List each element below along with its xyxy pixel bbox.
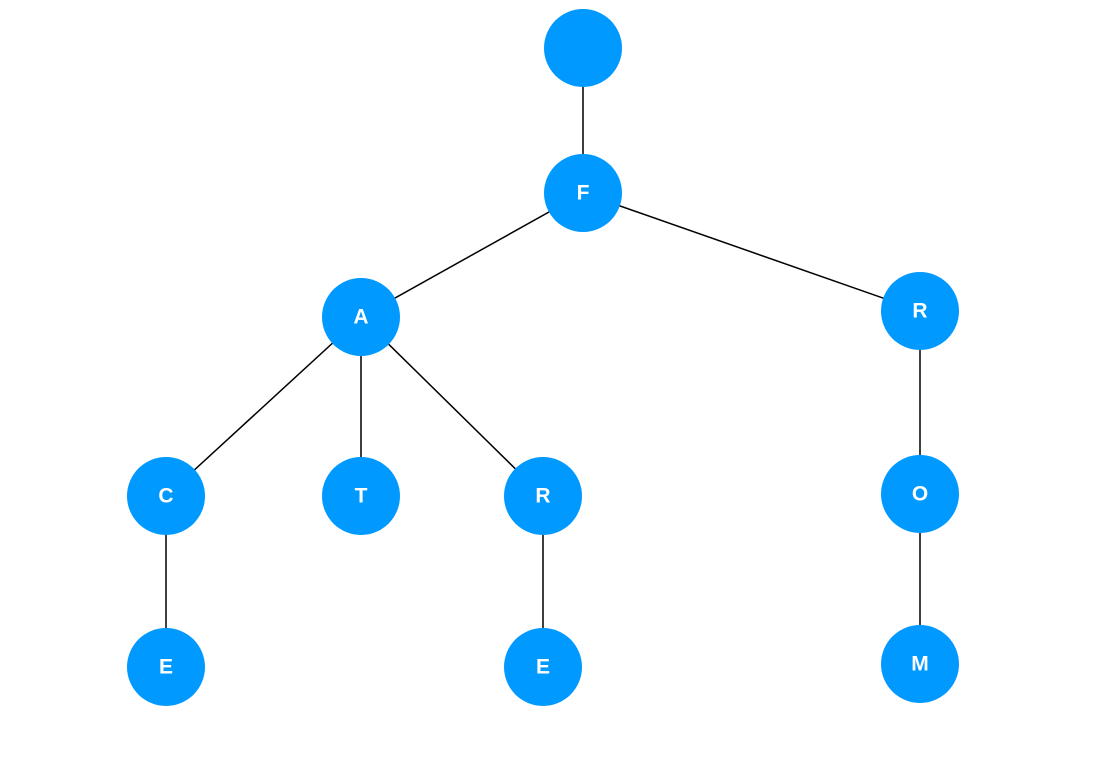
node-circle-t [322,457,400,535]
node-c: C [127,457,205,535]
node-circle-f [544,154,622,232]
node-f: F [544,154,622,232]
node-r1: R [881,272,959,350]
node-label-c: C [158,485,173,508]
edge-f-a [360,192,584,318]
node-label-r1: R [912,300,927,323]
nodes-layer: F A R C T R O E E M [127,9,959,706]
edge-a-r2 [360,316,544,497]
node-circle-c [127,457,205,535]
node-m: M [881,625,959,703]
node-label-o: O [912,483,928,506]
node-label-e1: E [159,656,173,679]
node-circle-root [544,9,622,87]
node-circle-e2 [504,628,582,706]
node-circle-m [881,625,959,703]
node-t: T [322,457,400,535]
node-e2: E [504,628,582,706]
node-circle-e1 [127,628,205,706]
node-circle-o [881,455,959,533]
node-circle-r1 [881,272,959,350]
node-o: O [881,455,959,533]
node-root [544,9,622,87]
node-label-f: F [577,182,590,205]
node-label-r2: R [535,485,550,508]
edges-layer [165,48,921,667]
node-a: A [322,278,400,356]
node-circle-a [322,278,400,356]
node-e1: E [127,628,205,706]
node-label-t: T [355,485,368,508]
node-label-a: A [353,306,368,329]
edge-f-r1 [582,192,921,312]
node-r2: R [504,457,582,535]
node-label-e2: E [536,656,550,679]
node-circle-r2 [504,457,582,535]
edge-a-c [165,316,362,497]
node-label-m: M [911,653,929,676]
